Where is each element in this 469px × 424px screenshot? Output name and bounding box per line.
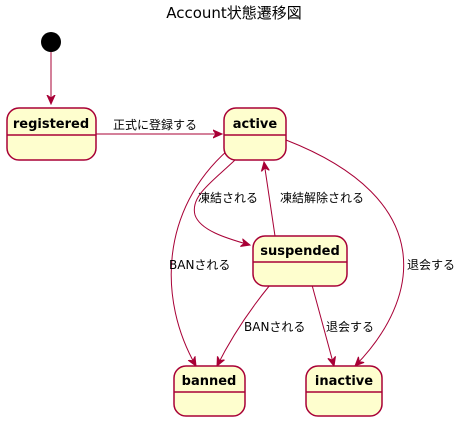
edge-active-to-banned	[170, 149, 229, 366]
state-banned: banned	[173, 365, 246, 417]
edge-suspended-to-active	[264, 162, 276, 237]
state-inactive-name: inactive	[315, 374, 373, 389]
initial-state-dot	[41, 32, 61, 52]
diagram-title: Account状態遷移図	[166, 4, 302, 22]
label-registered-to-active: 正式に登録する	[113, 117, 197, 132]
state-banned-name: banned	[182, 374, 237, 389]
edge-suspended-to-banned	[217, 284, 271, 366]
state-registered-name: registered	[13, 117, 89, 132]
state-inactive: inactive	[305, 365, 383, 417]
state-active-name: active	[233, 117, 278, 132]
edge-suspended-to-inactive	[311, 284, 334, 366]
state-suspended-name: suspended	[260, 244, 340, 259]
label-suspended-to-banned: BANされる	[244, 320, 305, 334]
label-active-to-banned: BANされる	[169, 258, 230, 272]
state-active: active	[223, 107, 287, 161]
label-suspended-to-active: 凍結解除される	[280, 190, 364, 205]
label-active-to-suspended: 凍結される	[198, 191, 258, 205]
edge-active-to-inactive	[285, 139, 405, 366]
state-suspended: suspended	[252, 235, 348, 287]
label-active-to-inactive: 退会する	[407, 258, 455, 272]
state-registered: registered	[6, 107, 97, 161]
label-suspended-to-inactive: 退会する	[326, 320, 374, 334]
edge-active-to-suspended	[193, 159, 250, 245]
